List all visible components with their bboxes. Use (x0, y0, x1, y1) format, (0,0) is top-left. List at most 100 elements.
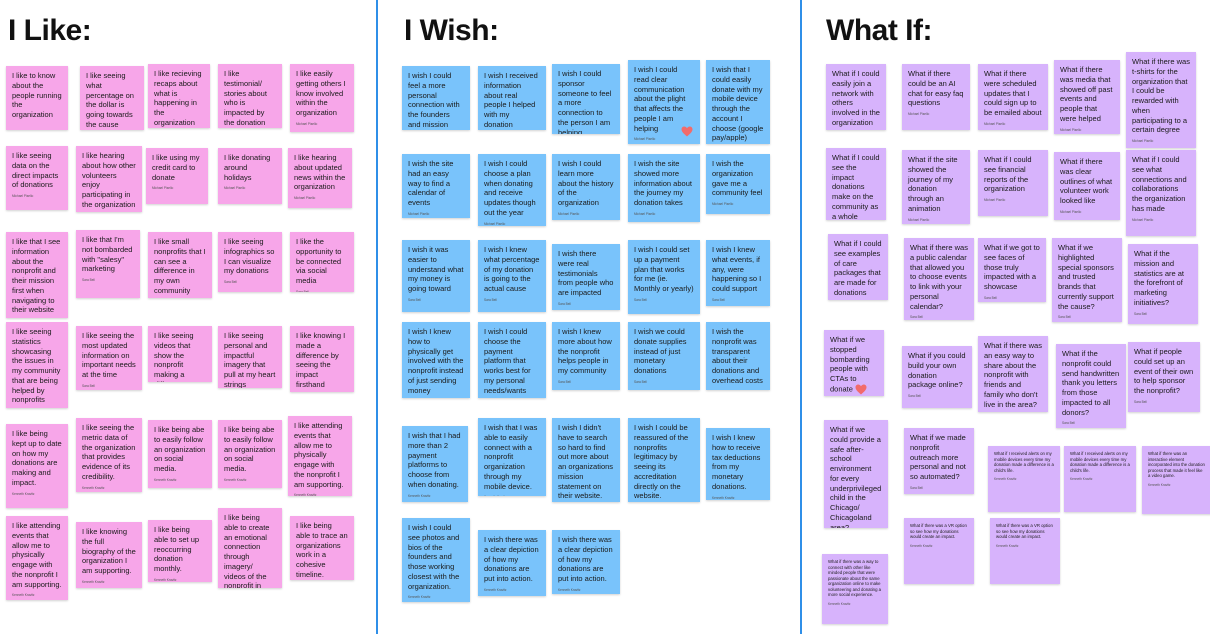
whatif-sticky-note[interactable]: What if people could set up an event of … (1128, 342, 1200, 412)
whatif-sticky-note[interactable]: What if I received alerts on my mobile d… (1064, 446, 1136, 512)
whatif-sticky-note[interactable]: What if we stopped bombarding people wit… (824, 330, 884, 396)
like-sticky-note[interactable]: I like easily getting others I know invo… (290, 64, 354, 132)
whatif-sticky-note[interactable]: What if I could easily join a network wi… (826, 64, 886, 130)
wish-sticky-note[interactable]: I wish there was a clear depiction of ho… (552, 530, 620, 594)
like-sticky-note[interactable]: I like knowing I made a difference by se… (290, 326, 354, 392)
whatif-sticky-note[interactable]: What if there was clear outlines of what… (1054, 152, 1120, 220)
note-text: What if we stopped bombarding people wit… (830, 335, 870, 395)
like-sticky-note[interactable]: I like seeing data on the direct impacts… (6, 146, 68, 210)
note-author: Kenneth Kravitz (994, 477, 1017, 482)
like-sticky-note[interactable]: I like that I see information about the … (6, 232, 68, 318)
wish-sticky-note[interactable]: I wish that I had more than 2 payment pl… (402, 426, 468, 502)
whatif-sticky-note[interactable]: What if I could see examples of care pac… (828, 234, 888, 300)
like-sticky-note[interactable]: I like being able to create an emotional… (218, 508, 282, 588)
note-text: I like seeing the most updated informati… (82, 331, 136, 379)
whatif-sticky-note[interactable]: What if we got to see faces of those tru… (978, 238, 1046, 302)
like-sticky-note[interactable]: I like small nonprofits that I can see a… (148, 232, 212, 298)
like-sticky-note[interactable]: I like hearing about updated news within… (288, 148, 352, 208)
wish-sticky-note[interactable]: I wish the site had an easy way to find … (402, 154, 470, 218)
like-sticky-note[interactable]: I like recieving recaps about what is ha… (148, 64, 210, 128)
whatif-sticky-note[interactable]: What if the nonprofit could send handwri… (1056, 344, 1126, 428)
wish-sticky-note[interactable]: I wish the nonprofit was transparent abo… (706, 322, 770, 390)
whatif-sticky-note[interactable]: What if I received alerts on my mobile d… (988, 446, 1060, 512)
like-sticky-note[interactable]: I like seeing the most updated informati… (76, 326, 142, 390)
whatif-sticky-note[interactable]: What if there was a public calendar that… (904, 238, 974, 320)
wish-sticky-note[interactable]: I wish I knew what events, if any, were … (706, 240, 770, 306)
whatif-sticky-note[interactable]: What if you could build your own donatio… (902, 346, 972, 408)
like-sticky-note[interactable]: I like being able to trace an organizati… (290, 516, 354, 580)
like-sticky-note[interactable]: I like to know about the people running … (6, 66, 68, 130)
wish-sticky-note[interactable]: I wish I knew what percentage of my dona… (478, 240, 546, 312)
like-sticky-note[interactable]: I like seeing the metric data of the org… (76, 418, 142, 492)
wish-sticky-note[interactable]: I wish I could choose the payment platfo… (478, 322, 546, 398)
like-sticky-note[interactable]: I like seeing what percentage on the dol… (80, 66, 144, 130)
wish-sticky-note[interactable]: I wish I could feel a more personal conn… (402, 66, 470, 130)
like-sticky-note[interactable]: I like testimonial/ stories about who is… (218, 64, 282, 128)
whatif-sticky-note[interactable]: What if there was a VR option so see how… (904, 518, 974, 584)
wish-sticky-note[interactable]: I wish I knew how to receive tax deducti… (706, 428, 770, 500)
note-text: I like seeing personal and impactful ima… (224, 331, 276, 388)
wish-sticky-note[interactable]: I wish I knew how to physically get invo… (402, 322, 470, 398)
whatif-sticky-note[interactable]: What if I could see what connections and… (1126, 150, 1196, 236)
whatif-sticky-note[interactable]: What if there was a way to connect with … (822, 554, 888, 624)
whatif-sticky-note[interactable]: What if there was a VR option so see how… (990, 518, 1060, 584)
wish-sticky-note[interactable]: I wish that I was able to easily connect… (478, 418, 546, 496)
note-author: Kenneth Kravitz (12, 491, 35, 496)
whatif-sticky-note[interactable]: What if the site showed the journey of m… (902, 150, 970, 224)
whatif-sticky-note[interactable]: What if there was t-shirts for the organ… (1126, 52, 1196, 148)
whatif-sticky-note[interactable]: What if there could be an AI chat for ea… (902, 64, 970, 130)
whatif-sticky-note[interactable]: What if I could see the impact donations… (826, 148, 886, 220)
like-sticky-note[interactable]: I like seeing videos that show the nonpr… (148, 326, 212, 382)
note-text: I like hearing about how other volunteer… (82, 151, 136, 209)
wish-sticky-note[interactable]: I wish that I could easily donate with m… (706, 60, 770, 144)
like-sticky-note[interactable]: I like being abe to easily follow an org… (218, 420, 282, 488)
whatif-sticky-note[interactable]: What if we highlighted special sponsors … (1052, 238, 1122, 322)
note-text: What if there was an interactive element… (1148, 451, 1205, 479)
note-author: Sara Bell (712, 297, 725, 302)
like-sticky-note[interactable]: I like being abe to easily follow an org… (148, 420, 212, 488)
like-sticky-note[interactable]: I like attending events that allow me to… (288, 416, 352, 496)
whatif-sticky-note[interactable]: What if I could see financial reports of… (978, 150, 1048, 216)
note-text: What if there were scheduled updates tha… (984, 69, 1042, 117)
wish-sticky-note[interactable]: I wish there were real testimonials from… (552, 244, 620, 310)
like-sticky-note[interactable]: I like being able to set up reoccurring … (148, 520, 212, 582)
whatif-sticky-note[interactable]: What if we made nonprofit outreach more … (904, 428, 974, 494)
wish-sticky-note[interactable]: I wish the site showed more information … (628, 154, 700, 222)
whatif-sticky-note[interactable]: What if there was media that showed off … (1054, 60, 1120, 134)
like-sticky-note[interactable]: I like attending events that allow me to… (6, 516, 68, 600)
like-sticky-note[interactable]: I like seeing infographics so I can visu… (218, 232, 282, 292)
like-sticky-note[interactable]: I like the opportunity to be connected v… (290, 232, 354, 292)
wish-sticky-note[interactable]: I wish it was easier to understand what … (402, 240, 470, 312)
wish-sticky-note[interactable]: I wish I didn't have to search so hard t… (552, 418, 620, 502)
wish-sticky-note[interactable]: I wish I could see photos and bios of th… (402, 518, 470, 602)
wish-sticky-note[interactable]: I wish I could read clear communication … (628, 60, 700, 144)
whatif-sticky-note[interactable]: What if there was an interactive element… (1142, 446, 1210, 514)
wish-sticky-note[interactable]: I wish I knew more about how the nonprof… (552, 322, 620, 390)
wish-sticky-note[interactable]: I wish there was a clear depiction of ho… (478, 530, 546, 596)
like-sticky-note[interactable]: I like that I'm not bombarded with "sale… (76, 230, 140, 298)
note-author: Kenneth Kravitz (154, 577, 177, 582)
wish-sticky-note[interactable]: I wish I could sponsor someone to feel a… (552, 64, 620, 134)
like-sticky-note[interactable]: I like seeing statistics showcasing the … (6, 322, 68, 408)
like-sticky-note[interactable]: I like hearing about how other volunteer… (76, 146, 142, 212)
wish-sticky-note[interactable]: I wish I could set up a payment plan tha… (628, 240, 700, 314)
note-text: I like seeing statistics showcasing the … (12, 327, 61, 405)
wish-sticky-note[interactable]: I wish we could donate supplies instead … (628, 322, 700, 390)
wish-sticky-note[interactable]: I wish I could choose a plan when donati… (478, 154, 546, 226)
wish-sticky-note[interactable]: I wish the organization gave me a commun… (706, 154, 770, 214)
whatif-sticky-note[interactable]: What if there were scheduled updates tha… (978, 64, 1048, 130)
note-author: Sara Bell (408, 297, 421, 302)
like-sticky-note[interactable]: I like knowing the full biography of the… (76, 522, 142, 588)
wish-sticky-note[interactable]: I wish I could learn more about the hist… (552, 154, 620, 220)
wish-sticky-note[interactable]: I wish I could be reassured of the nonpr… (628, 418, 700, 502)
note-text: I like seeing what percentage on the dol… (86, 71, 134, 129)
like-sticky-note[interactable]: I like seeing personal and impactful ima… (218, 326, 282, 388)
like-sticky-note[interactable]: I like being kept up to date on how my d… (6, 424, 68, 508)
whatif-sticky-note[interactable]: What if the mission and statistics are a… (1128, 244, 1198, 324)
whatif-sticky-note[interactable]: What if there was an easy way to share a… (978, 336, 1048, 412)
wish-sticky-note[interactable]: I wish I received information about real… (478, 66, 546, 130)
note-author: Michael Pisello (296, 121, 318, 126)
whatif-sticky-note[interactable]: What if we could provide a safe after-sc… (824, 420, 888, 528)
